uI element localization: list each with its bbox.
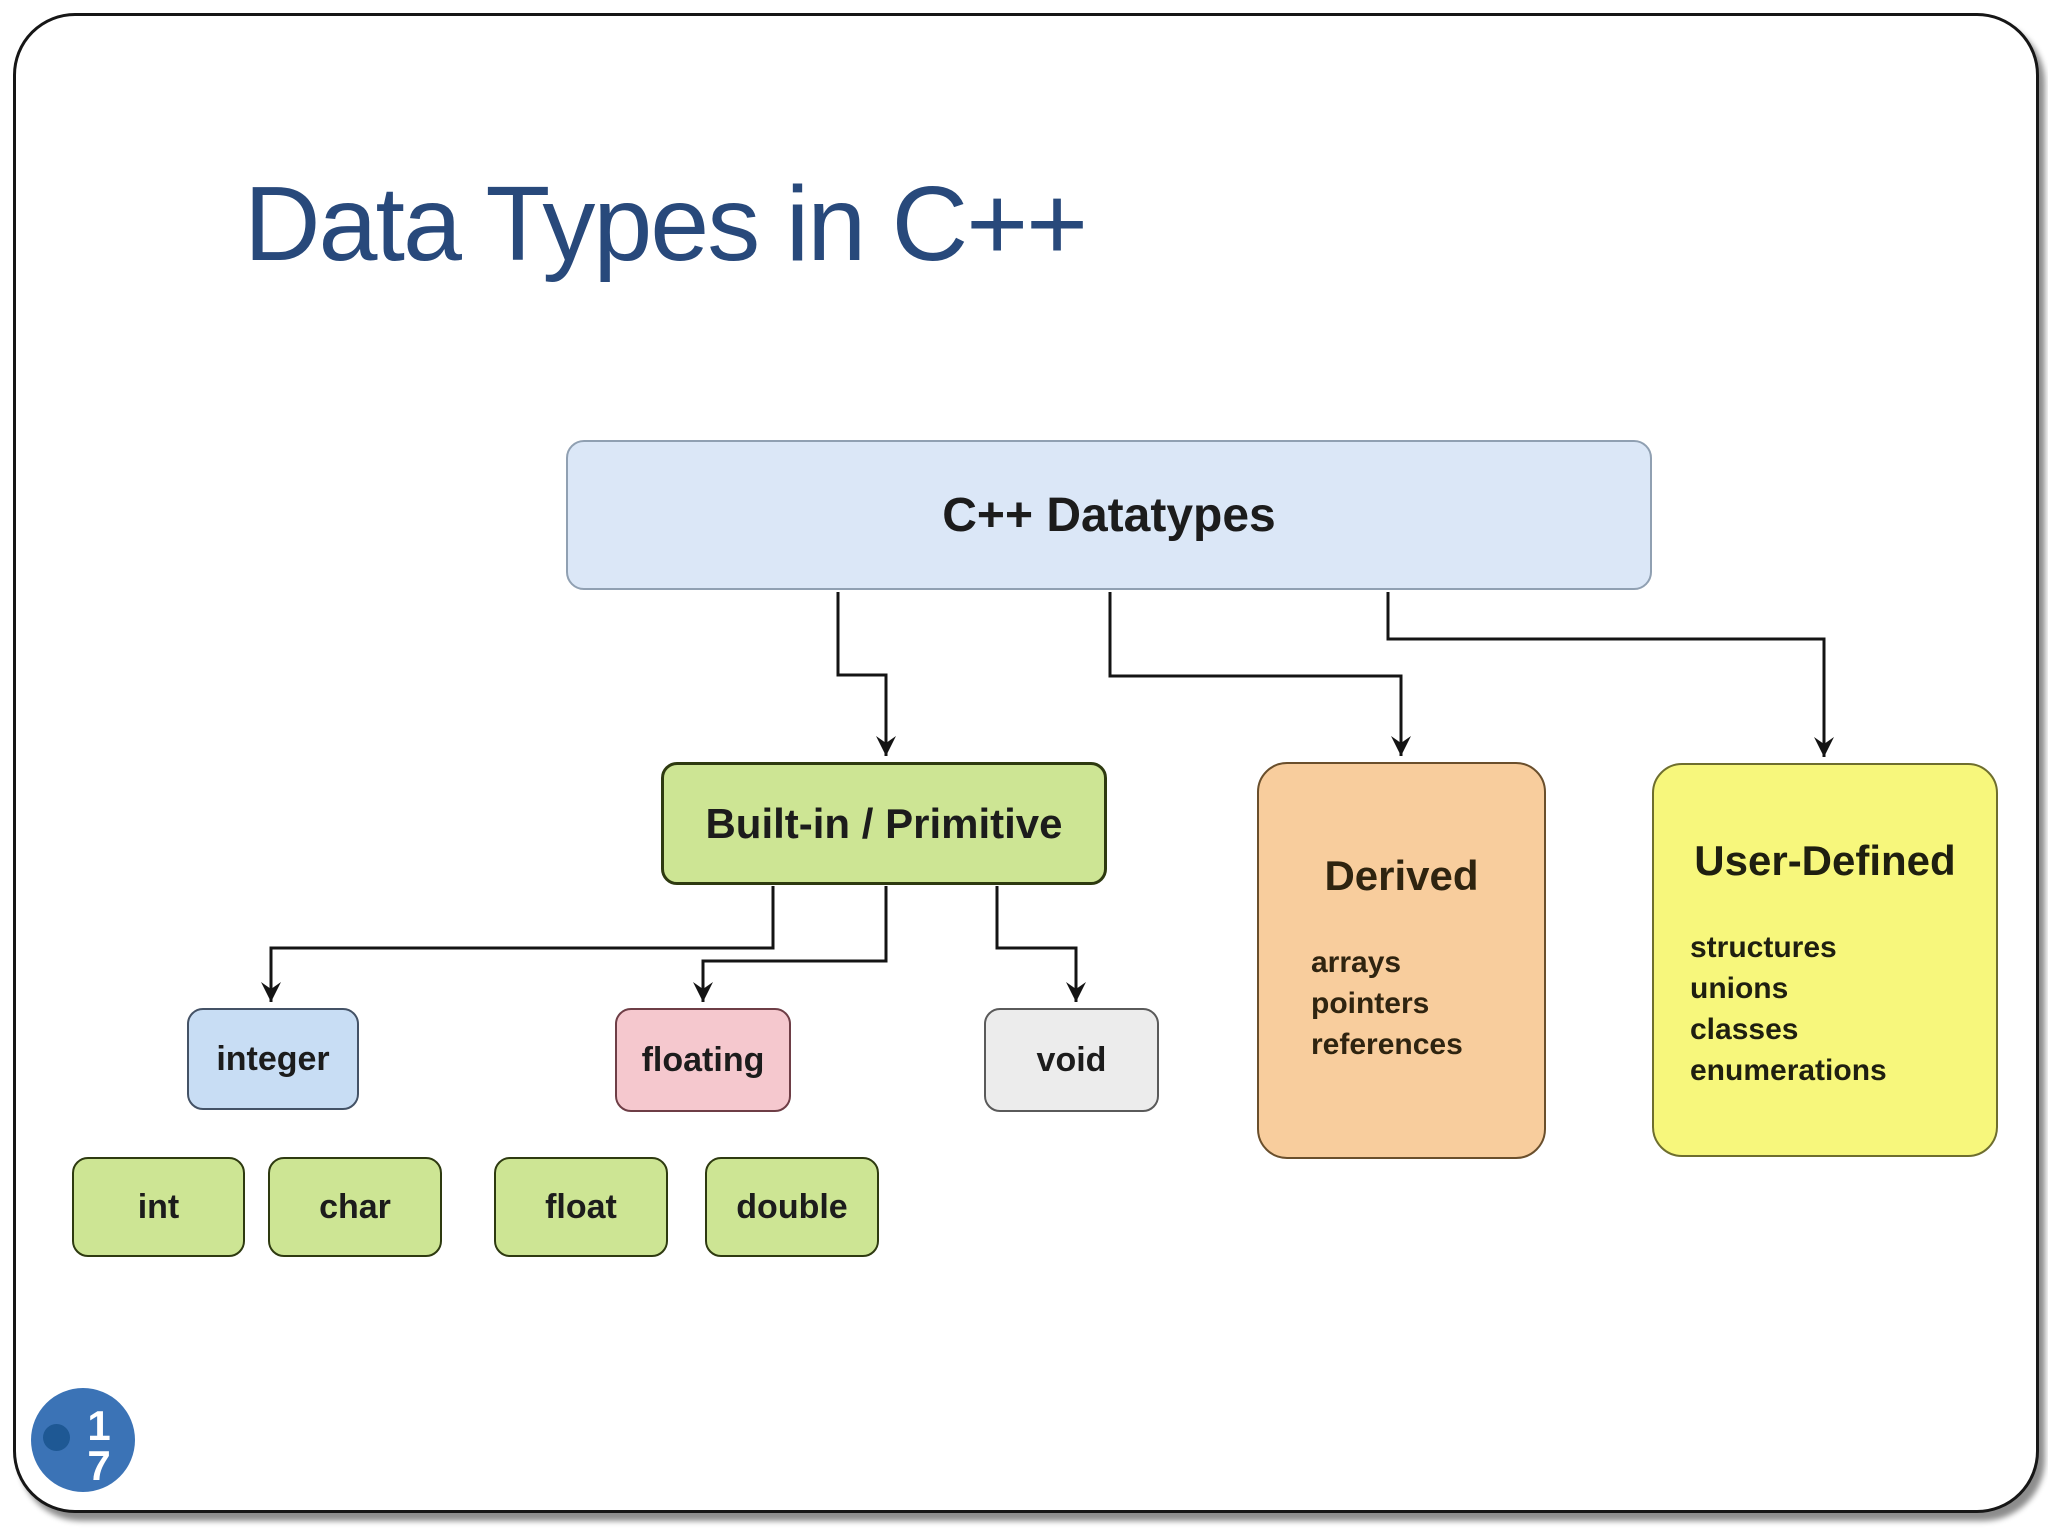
node-void-label: void (1036, 1040, 1107, 1079)
node-char-label: char (319, 1187, 391, 1226)
bullet-dot-icon (43, 1424, 70, 1451)
node-builtin-primitive: Built-in / Primitive (661, 762, 1107, 885)
page-number-badge: 1 7 (31, 1388, 135, 1492)
node-user-defined-items: structures unions classes enumerations (1654, 927, 1996, 1091)
list-item: enumerations (1690, 1054, 1887, 1087)
node-char: char (268, 1157, 442, 1257)
node-user-defined-label: User-Defined (1694, 837, 1956, 884)
list-item: pointers (1311, 987, 1430, 1020)
node-float: float (494, 1157, 668, 1257)
list-item: unions (1690, 972, 1789, 1005)
node-derived-items: arrays pointers references (1259, 942, 1544, 1065)
node-integer: integer (187, 1008, 359, 1110)
node-double: double (705, 1157, 879, 1257)
page-number-line2: 7 (87, 1442, 111, 1489)
node-int: int (72, 1157, 245, 1257)
page-number: 1 7 (79, 1402, 119, 1489)
node-void: void (984, 1008, 1159, 1112)
list-item: structures (1690, 931, 1837, 964)
page-number-line1: 1 (87, 1402, 111, 1449)
list-item: references (1311, 1028, 1463, 1061)
node-builtin-primitive-label: Built-in / Primitive (705, 799, 1063, 847)
node-floating-label: floating (641, 1040, 765, 1079)
slide-title: Data Types in C++ (244, 165, 1088, 283)
node-cpp-datatypes-label: C++ Datatypes (942, 488, 1276, 542)
node-floating: floating (615, 1008, 791, 1112)
node-float-label: float (545, 1187, 617, 1226)
node-double-label: double (736, 1187, 848, 1226)
node-user-defined: User-Defined structures unions classes e… (1652, 763, 1998, 1157)
node-integer-label: integer (216, 1039, 330, 1078)
node-derived: Derived arrays pointers references (1257, 762, 1546, 1159)
node-int-label: int (137, 1187, 180, 1226)
node-cpp-datatypes: C++ Datatypes (566, 440, 1652, 590)
list-item: arrays (1311, 946, 1402, 979)
list-item: classes (1690, 1013, 1799, 1046)
node-derived-label: Derived (1324, 852, 1479, 899)
